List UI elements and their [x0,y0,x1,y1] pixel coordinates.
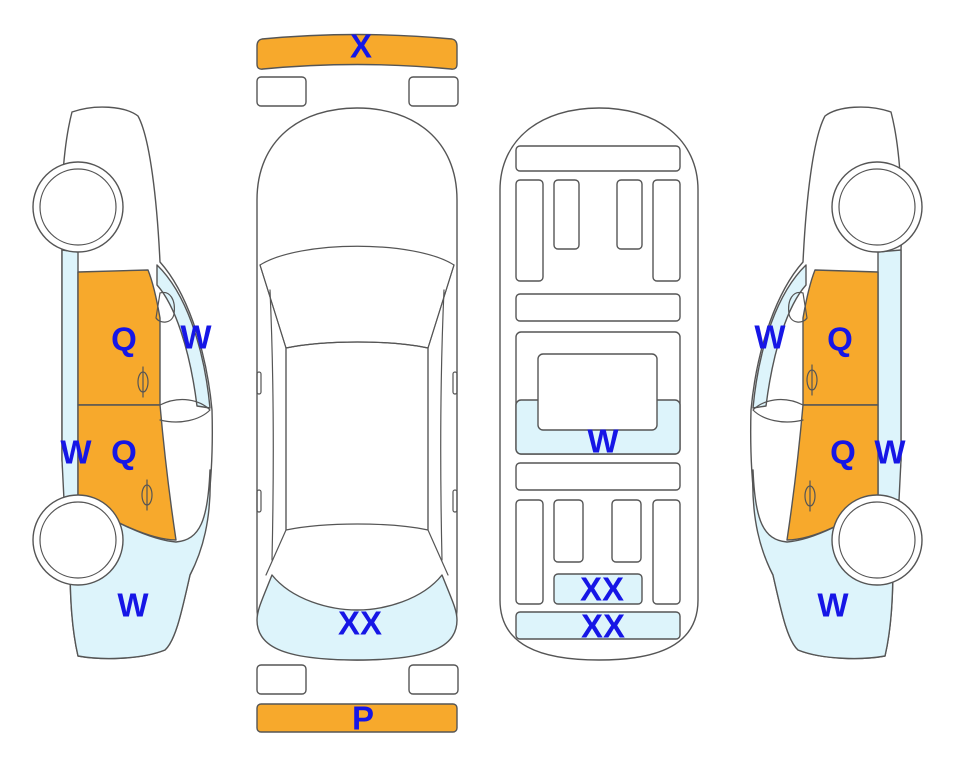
right-side-view: W Q Q W W [750,106,923,660]
left-window-line [159,398,211,423]
floor-rear-left-inner [553,499,584,563]
right-window-line [752,398,804,423]
right-rear-fender-grade: W [817,587,849,624]
floor-upper-grade: XX [580,571,624,608]
left-rear-door-handle-icon [141,479,153,511]
right-mirror [788,291,808,323]
top-body-outline [256,107,458,661]
floor-front-left-rail [515,179,544,282]
right-handle-top [452,489,458,513]
floor-front-crossmember [515,145,681,172]
floor-rear-right-rail [652,499,681,605]
left-rear-wheel-icon [32,494,124,586]
left-rocker-grade: W [60,434,92,471]
left-front-door-handle-icon [137,366,149,398]
floor-rear-crossmember [515,462,681,491]
right-front-door-grade: Q [827,321,853,358]
front-left-tire [256,76,307,107]
front-bumper[interactable] [256,33,458,70]
right-rear-door-grade: Q [830,434,856,471]
left-rear-fender-grade: W [117,587,149,624]
rear-right-tire [408,664,459,695]
right-front-wheel-icon [831,161,923,253]
left-a-pillar-grade: W [180,319,212,356]
trunk-lid[interactable] [256,574,458,661]
floor-rear-left-rail [515,499,544,605]
right-a-pillar[interactable] [752,264,807,409]
left-a-pillar[interactable] [156,264,211,409]
left-side-line [269,289,274,561]
floor-lower-grade: XX [581,608,625,645]
left-windows [259,264,287,576]
floor-dash-panel [515,293,681,322]
top-view: X XX P [256,28,459,737]
left-handle-top [256,489,262,513]
floor-center-tunnel [537,353,658,431]
floor-front-left-inner [553,179,580,250]
left-front-door-grade: Q [111,321,137,358]
floor-front-right-rail [652,179,681,282]
right-a-pillar-grade: W [754,319,786,356]
floor-view: W XX XX [499,107,699,661]
left-mirror-top [256,371,262,395]
left-side-view: Q W W Q W [32,106,213,660]
floor-lower[interactable] [515,611,681,640]
floor-rear-right-inner [611,499,642,563]
front-right-tire [408,76,459,107]
left-mirror [155,291,175,323]
left-rear-door-grade: Q [111,434,137,471]
right-mirror-top [452,371,458,395]
left-front-door[interactable] [77,269,161,406]
rear-bumper-grade: P [352,700,374,737]
right-rear-door-handle-icon [804,480,816,512]
roof-middle-grade: W [587,423,619,460]
rear-bumper[interactable] [256,703,458,733]
right-rear-wheel-icon [831,494,923,586]
right-front-door[interactable] [802,269,879,406]
front-bumper-grade: X [350,28,372,65]
right-windows [427,264,455,576]
right-front-door-handle-icon [806,364,818,396]
rear-left-tire [256,664,307,695]
trunk-lid-grade: XX [338,605,382,642]
floor-front-right-inner [616,179,643,250]
right-rocker-grade: W [874,434,906,471]
right-side-line [440,289,445,561]
floor-upper[interactable] [553,573,643,605]
left-front-wheel-icon [32,161,124,253]
